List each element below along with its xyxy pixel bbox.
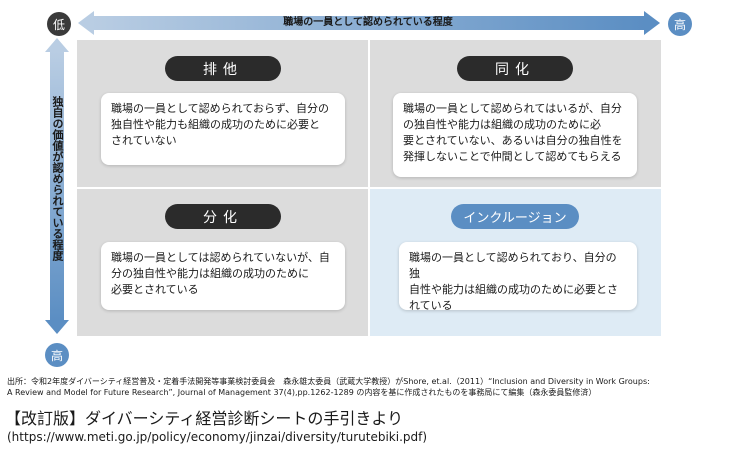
text-line: 職場の一員として認められており、自分の独 [409, 251, 617, 280]
quadrant-text-assimilation: 職場の一員として認められてはいるが、自分 の独自性や能力は組織の成功のために必 … [393, 93, 637, 177]
quadrant-assimilation: 同化 職場の一員として認められてはいるが、自分 の独自性や能力は組織の成功のため… [369, 40, 661, 188]
quadrant-title-assimilation: 同化 [457, 56, 573, 81]
text-line: 要とされていない、あるいは自分の独自性を [403, 134, 623, 147]
text-line: されていない [111, 134, 177, 147]
vertical-arrow-top-head [45, 38, 69, 52]
quadrant-text-differentiation: 職場の一員としては認められていないが、自 分の独自性や能力は組織の成功のために … [101, 242, 345, 310]
text-line: の独自性や能力は組織の成功のために必 [403, 118, 601, 131]
horizontal-axis-label: 職場の一員として認められている程度 [283, 17, 453, 28]
text-line: れている [409, 299, 453, 312]
text-line: 職場の一員としては認められていないが、自 [111, 251, 330, 264]
source-line: A Review and Model for Future Research”,… [7, 388, 597, 397]
quadrant-text-inclusion: 職場の一員として認められており、自分の独 自性や能力は組織の成功のために必要とさ… [399, 242, 637, 312]
quadrant-text-exclusion: 職場の一員として認められておらず、自分の 独自性や能力も組織の成功のために必要と… [101, 93, 345, 165]
horizontal-arrow [92, 16, 644, 30]
quadrant-inclusion: インクルージョン 職場の一員として認められており、自分の独 自性や能力は組織の成… [369, 188, 661, 336]
quadrant-differentiation: 分化 職場の一員としては認められていないが、自 分の独自性や能力は組織の成功のた… [77, 188, 369, 336]
text-line: 独自性や能力も組織の成功のために必要と [111, 118, 320, 131]
text-line: 職場の一員として認められてはいるが、自分 [403, 102, 622, 115]
quadrant-title-differentiation: 分化 [165, 204, 281, 229]
quadrant-divider-horizontal [77, 187, 661, 189]
source-note: 出所：令和2年度ダイバーシティ経営普及・定着手法開発等事業検討委員会 森永雄太委… [7, 376, 747, 398]
vertical-arrow [50, 52, 64, 320]
quadrant-title-exclusion: 排他 [165, 56, 281, 81]
vertical-arrow-bottom-head [45, 320, 69, 334]
footer-url: (https://www.meti.go.jp/policy/economy/j… [7, 430, 428, 444]
horizontal-high-badge: 高 [668, 12, 692, 36]
horizontal-arrow-left-head [78, 11, 94, 35]
quadrant-exclusion: 排他 職場の一員として認められておらず、自分の 独自性や能力も組織の成功のために… [77, 40, 369, 188]
vertical-high-badge: 高 [45, 343, 69, 367]
text-line: 自性や能力は組織の成功のために必要とさ [409, 283, 618, 296]
vertical-axis-label: 独自の価値が認められている程度 [51, 96, 64, 261]
text-line: 分の独自性や能力は組織の成功のために [111, 267, 309, 280]
axis-low-badge: 低 [47, 12, 71, 36]
text-line: 必要とされている [111, 283, 199, 296]
footer-title: 【改訂版】ダイバーシティ経営診断シートの手引きより [5, 409, 404, 428]
text-line: 職場の一員として認められておらず、自分の [111, 102, 330, 115]
horizontal-arrow-right-head [644, 11, 660, 35]
source-line: 出所：令和2年度ダイバーシティ経営普及・定着手法開発等事業検討委員会 森永雄太委… [7, 377, 650, 386]
text-line: 発揮しないことで仲間として認めてもらえる [403, 150, 622, 163]
quadrant-title-inclusion: インクルージョン [451, 204, 579, 229]
